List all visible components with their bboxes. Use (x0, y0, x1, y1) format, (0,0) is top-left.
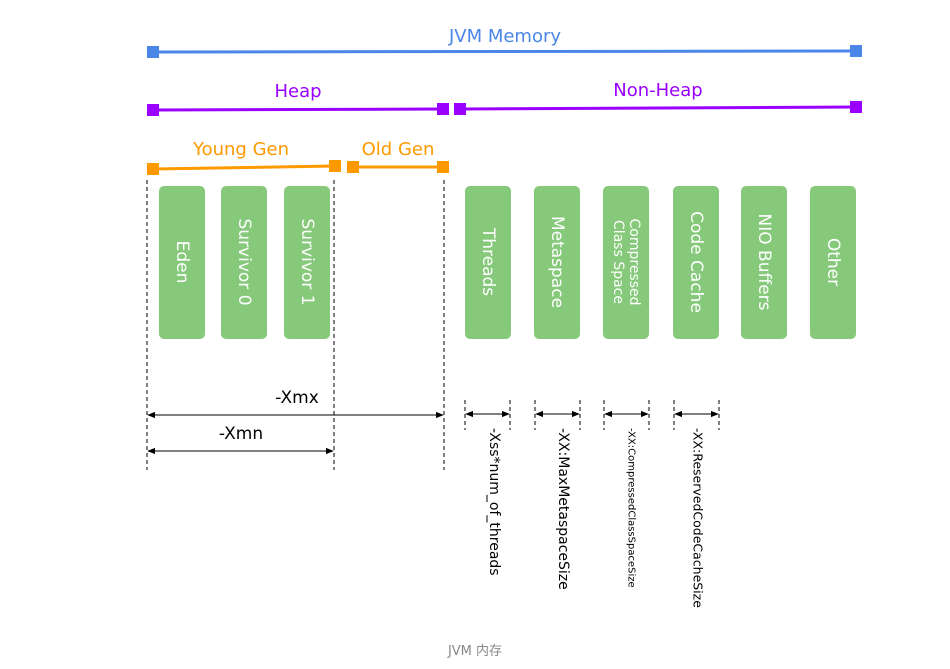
block-survivor-1: Survivor 1 (284, 186, 330, 339)
block-metaspace-label: Metaspace (547, 216, 567, 308)
block-threads-label: Threads (478, 227, 498, 296)
block-nio-buffers: NIO Buffers (741, 186, 787, 339)
block-code-cache: Code Cache (673, 186, 719, 339)
block-other: Other (810, 186, 856, 339)
non-heap-bar: Non-Heap (454, 80, 862, 115)
block-threads: Threads (465, 186, 511, 339)
jvm-memory-label: JVM Memory (448, 26, 561, 47)
block-other-label: Other (823, 238, 843, 286)
block-survivor-0: Survivor 0 (221, 186, 267, 339)
young-gen-label: Young Gen (192, 139, 289, 160)
jvm-memory-bar: JVM Memory (147, 26, 862, 58)
block-survivor-1-label: Survivor 1 (297, 218, 317, 305)
compressed-param-label: -XX:CompressedClassSpaceSize (626, 428, 637, 588)
non-heap-label: Non-Heap (613, 80, 702, 101)
figure-caption: JVM 内存 (447, 644, 503, 659)
metaspace-param-label: -XX:MaxMetaspaceSize (555, 428, 571, 590)
block-eden-label: Eden (172, 241, 192, 284)
block-nio-buffers-label: NIO Buffers (754, 214, 774, 311)
xmx-label: -Xmx (275, 388, 319, 408)
codecache-param-label: -XX:ReservedCodeCacheSize (691, 428, 706, 608)
xss-param-label: -Xss*num_of_threads (486, 428, 502, 576)
block-compressed-label-line1: Compressed (626, 218, 642, 305)
xmn-dimension: -Xmn (147, 424, 334, 455)
block-survivor-0-label: Survivor 0 (234, 218, 254, 305)
heap-bar: Heap (147, 81, 449, 116)
heap-label: Heap (274, 81, 321, 102)
old-gen-label: Old Gen (362, 139, 435, 160)
xmn-label: -Xmn (219, 424, 263, 444)
block-metaspace: Metaspace (534, 186, 580, 339)
xmx-dimension: -Xmx (147, 388, 444, 419)
block-eden: Eden (159, 186, 205, 339)
non-heap-params: -Xss*num_of_threads -XX:MaxMetaspaceSize… (486, 428, 706, 608)
block-code-cache-label: Code Cache (686, 211, 706, 313)
memory-blocks: Eden Survivor 0 Survivor 1 Threads Metas… (159, 186, 856, 339)
old-gen-bar: Old Gen (347, 139, 449, 173)
block-compressed-class-space: Compressed Class Space (603, 186, 649, 339)
block-compressed-label-line2: Class Space (610, 220, 626, 304)
young-gen-bar: Young Gen (147, 139, 341, 175)
guide-lines (146, 180, 720, 470)
